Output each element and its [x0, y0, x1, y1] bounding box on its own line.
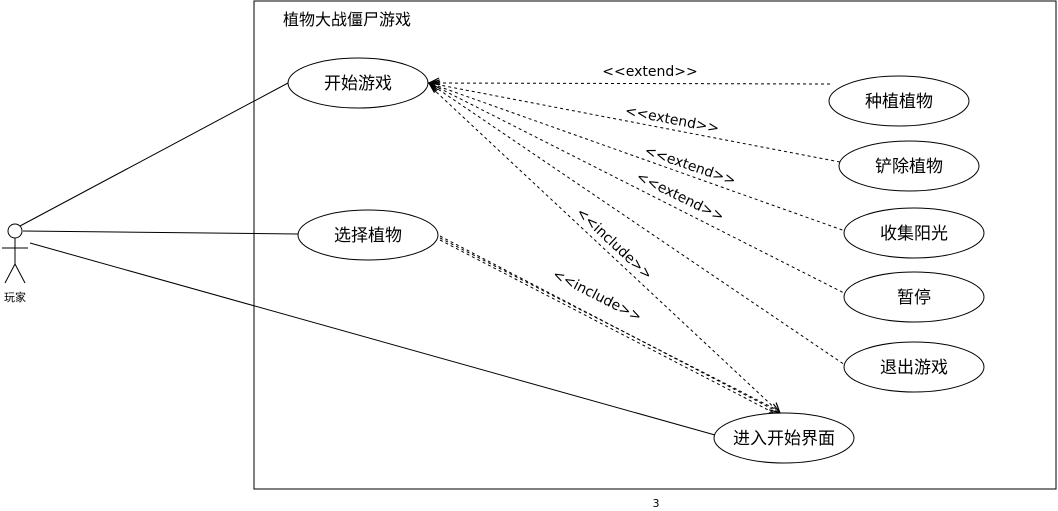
use-case-select-plant: 选择植物 — [297, 209, 439, 261]
extend-pause — [429, 83, 849, 296]
use-case-plant: 种植植物 — [828, 75, 970, 127]
use-case-start-game-label: 开始游戏 — [324, 74, 392, 94]
include-select-plant-c — [439, 239, 779, 416]
extend-collect-sun — [429, 83, 849, 233]
use-case-collect-sun: 收集阳光 — [843, 207, 985, 259]
association-start-game — [19, 82, 289, 227]
use-case-pause-label: 暂停 — [897, 288, 931, 308]
association-enter-start-screen — [29, 242, 716, 436]
actor-label: 玩家 — [4, 290, 26, 304]
extend-remove-plant — [429, 83, 841, 163]
actor-left-leg — [4, 263, 16, 284]
include-select-plant-b — [439, 237, 780, 412]
include-label-select-plant: <<include>> — [550, 267, 644, 326]
extend-label-remove-plant: <<extend>> — [624, 103, 721, 137]
use-case-select-plant-label: 选择植物 — [334, 226, 402, 246]
use-case-remove-plant-label: 铲除植物 — [875, 157, 943, 177]
extend-label-plant: <<extend>> — [602, 64, 697, 80]
include-label-start-game: <<include>> — [573, 205, 655, 283]
use-case-enter-start-screen-label: 进入开始界面 — [733, 429, 835, 449]
use-case-enter-start-screen: 进入开始界面 — [713, 412, 855, 464]
include-start-game — [431, 87, 780, 413]
actor-right-leg — [14, 263, 26, 284]
association-select-plant — [22, 230, 299, 235]
include-select-plant-a — [439, 235, 780, 413]
page-number: 3 — [653, 497, 660, 510]
system-boundary — [253, 0, 1057, 490]
system-title: 植物大战僵尸游戏 — [283, 10, 411, 29]
use-case-remove-plant: 铲除植物 — [838, 140, 980, 192]
actor-head — [7, 223, 23, 239]
actor-player — [2, 223, 28, 284]
use-case-quit-game-label: 退出游戏 — [880, 358, 948, 378]
use-case-pause: 暂停 — [843, 271, 985, 323]
extend-quit-game — [429, 83, 849, 368]
use-case-start-game: 开始游戏 — [287, 57, 429, 109]
use-case-quit-game: 退出游戏 — [843, 341, 985, 393]
use-case-plant-label: 种植植物 — [865, 92, 933, 112]
extend-plant — [429, 83, 831, 84]
use-case-collect-sun-label: 收集阳光 — [880, 224, 948, 244]
